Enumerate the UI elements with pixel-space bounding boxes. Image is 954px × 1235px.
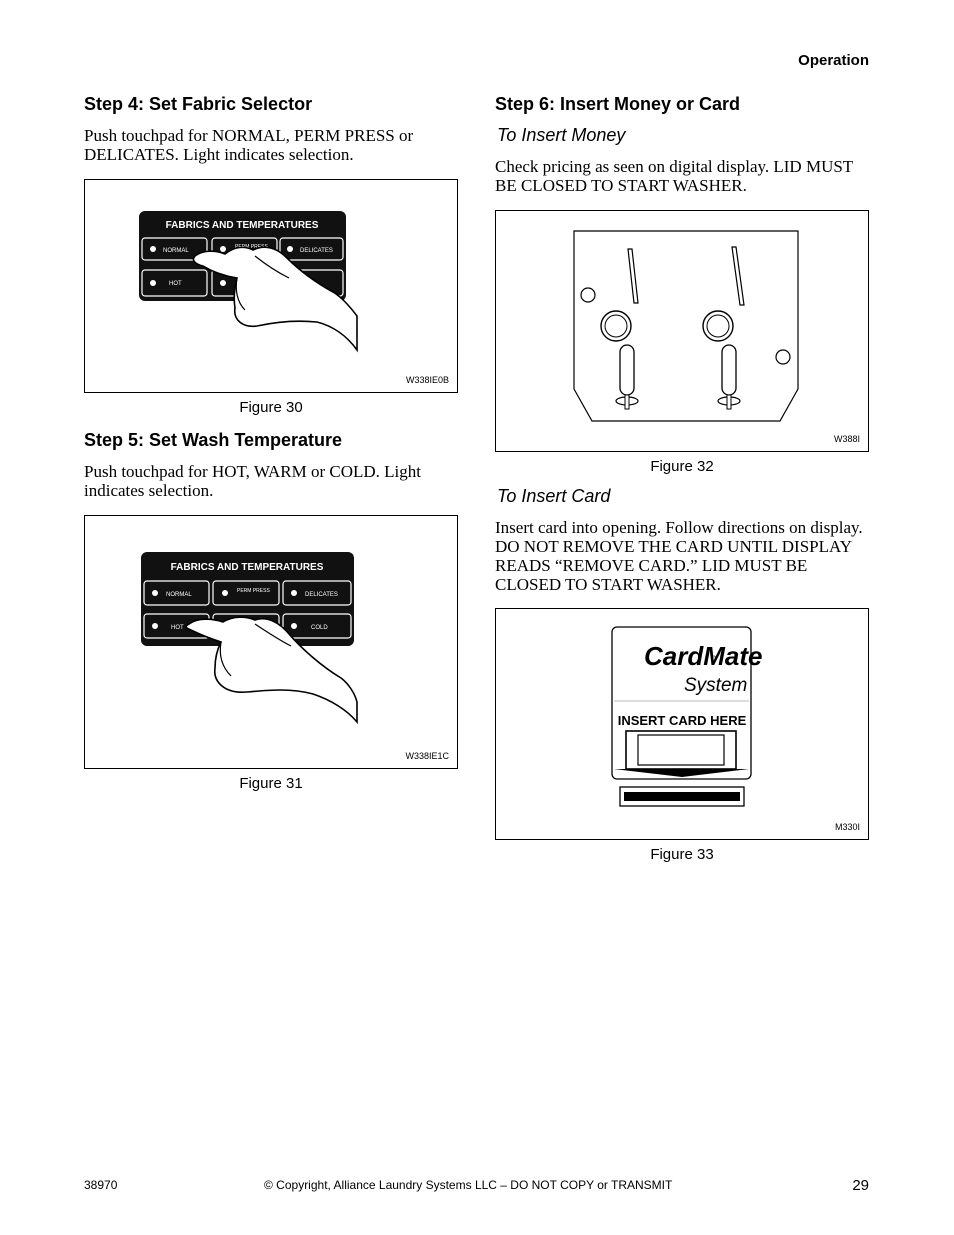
page-number: 29 bbox=[852, 1177, 869, 1194]
mounting-hole-right bbox=[775, 349, 791, 365]
card-reader-illustration: CardMate ™ System INSERT CARD HERE bbox=[611, 626, 762, 807]
figure-31: FABRICS AND TEMPERATURES NORMAL PERM PRE… bbox=[84, 515, 458, 769]
cardmate-logo: CardMate bbox=[644, 641, 762, 671]
mounting-hole-left bbox=[580, 287, 596, 303]
fabric-selector-illustration: FABRICS AND TEMPERATURES NORMAL PERM PRE… bbox=[139, 211, 358, 353]
touchpad-perm-press: PERM PRESS bbox=[212, 580, 280, 606]
document-number: 38970 bbox=[84, 1178, 118, 1192]
running-header: Operation bbox=[798, 52, 869, 69]
figure-32: W388I bbox=[495, 210, 869, 452]
figure-30-code: W338IE0B bbox=[405, 375, 449, 385]
insert-card-body: Insert card into opening. Follow directi… bbox=[495, 518, 863, 594]
coin-slot-illustration bbox=[573, 230, 799, 422]
panel-title: FABRICS AND TEMPERATURES bbox=[171, 562, 324, 573]
arrow-down-icon bbox=[614, 769, 749, 777]
figure-31-caption: Figure 31 bbox=[239, 775, 303, 792]
figure-32-caption: Figure 32 bbox=[650, 458, 714, 475]
step6-heading: Step 6: Insert Money or Card bbox=[495, 94, 741, 114]
insert-card-subheading: To Insert Card bbox=[497, 486, 611, 506]
coin-button-left bbox=[600, 310, 632, 342]
coin-slot-left bbox=[627, 248, 639, 304]
touchpad-normal: NORMAL bbox=[143, 580, 210, 606]
hand-drawing bbox=[185, 616, 358, 725]
step4-body: Push touchpad for NORMAL, PERM PRESS or … bbox=[84, 126, 414, 164]
figure-30: FABRICS AND TEMPERATURES NORMAL PERM PRE… bbox=[84, 179, 458, 393]
trademark-mark: ™ bbox=[712, 655, 717, 661]
copyright-notice: © Copyright, Alliance Laundry Systems LL… bbox=[264, 1178, 673, 1192]
hand-crease bbox=[235, 277, 246, 311]
svg-text:COLD: COLD bbox=[311, 625, 328, 631]
coin-slot-right bbox=[731, 246, 745, 306]
hand-drawing bbox=[192, 246, 358, 353]
svg-text:PERM PRESS: PERM PRESS bbox=[237, 588, 270, 594]
touchpad-cold: COLD bbox=[282, 613, 352, 639]
svg-text:DELICATES: DELICATES bbox=[305, 592, 338, 598]
figure-33-code: M330I bbox=[834, 822, 860, 832]
svg-text:NORMAL: NORMAL bbox=[166, 592, 192, 598]
panel-title: FABRICS AND TEMPERATURES bbox=[166, 220, 319, 231]
finger-line bbox=[254, 623, 292, 647]
svg-text:DELICATES: DELICATES bbox=[300, 248, 333, 254]
touchpad-hot: HOT bbox=[141, 269, 208, 297]
wash-temperature-illustration: FABRICS AND TEMPERATURES NORMAL PERM PRE… bbox=[141, 552, 358, 725]
svg-text:PERM PRESS: PERM PRESS bbox=[235, 244, 268, 250]
step4-heading: Step 4: Set Fabric Selector bbox=[84, 94, 313, 114]
system-logo: System bbox=[684, 675, 747, 696]
coin-button-right bbox=[702, 310, 734, 342]
figure-31-code: W338IE1C bbox=[405, 751, 449, 761]
svg-text:HOT: HOT bbox=[171, 625, 184, 631]
hand-crease bbox=[219, 641, 232, 677]
svg-text:HOT: HOT bbox=[169, 281, 182, 287]
coin-plunger-right bbox=[717, 344, 741, 410]
figure-30-caption: Figure 30 bbox=[239, 399, 303, 416]
step5-heading: Step 5: Set Wash Temperature bbox=[84, 430, 343, 450]
insert-money-subheading: To Insert Money bbox=[497, 125, 626, 145]
coin-plunger-left bbox=[615, 344, 639, 410]
insert-card-label: INSERT CARD HERE bbox=[618, 713, 747, 728]
card-slot-bar bbox=[624, 792, 740, 801]
figure-33: CardMate ™ System INSERT CARD HERE M330I bbox=[495, 608, 869, 840]
svg-text:NORMAL: NORMAL bbox=[163, 248, 189, 254]
finger-line bbox=[254, 255, 290, 279]
touchpad-delicates: DELICATES bbox=[279, 237, 344, 261]
card-slot-window bbox=[637, 734, 725, 766]
touchpad-normal: NORMAL bbox=[141, 237, 208, 261]
insert-money-body: Check pricing as seen on digital display… bbox=[495, 157, 853, 195]
figure-32-code: W388I bbox=[833, 434, 860, 444]
step5-body: Push touchpad for HOT, WARM or COLD. Lig… bbox=[84, 462, 421, 500]
figure-33-caption: Figure 33 bbox=[650, 846, 714, 863]
touchpad-delicates: DELICATES bbox=[282, 580, 352, 606]
